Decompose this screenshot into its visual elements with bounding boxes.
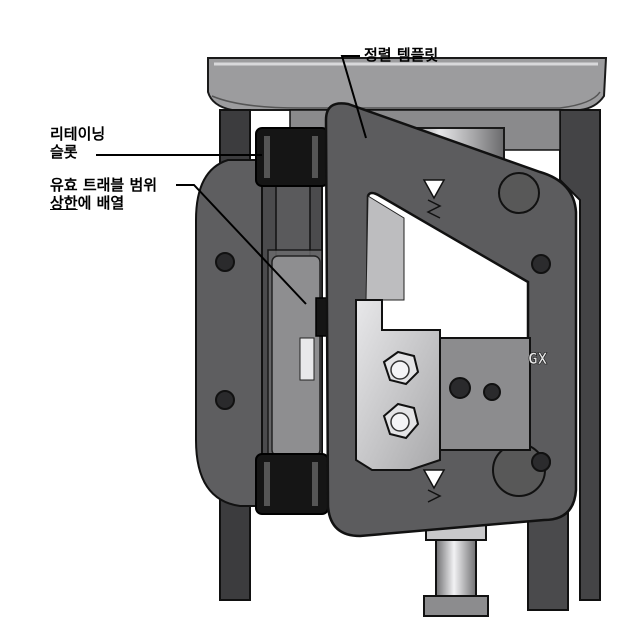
label-flow-range-line1: 유효 트래블 범위: [50, 176, 158, 194]
label-retaining-slot-line2: 슬롯: [50, 143, 78, 161]
leader-alignment-template: [340, 55, 367, 139]
leader-lines: [96, 55, 367, 305]
label-retaining-slot-line1: 리테이닝: [50, 125, 106, 143]
label-flow-range-line2: 상한에 배열: [50, 194, 157, 212]
label-flow-range-rest: 에 배열: [77, 194, 125, 212]
bolt-bottom: [382, 402, 420, 440]
top-housing: [207, 57, 608, 111]
label-flow-range-upper: 상한: [50, 194, 78, 212]
label-alignment-template: 정렬 템플릿: [364, 46, 439, 64]
label-retaining-slot: 리테이닝 슬롯: [50, 125, 105, 161]
sight-tube: [261, 149, 323, 501]
label-flow-range: 유효 트래블 범위 상한에 배열: [50, 176, 157, 212]
bolt-top: [382, 350, 420, 386]
retaining-clip-top: [255, 127, 329, 187]
mounting-block: [355, 299, 531, 471]
bracket-mark: GX: [528, 349, 548, 368]
leader-flow-range: [176, 184, 307, 305]
left-mounting-plate: [195, 159, 263, 507]
retaining-clip-bottom: [255, 453, 329, 515]
